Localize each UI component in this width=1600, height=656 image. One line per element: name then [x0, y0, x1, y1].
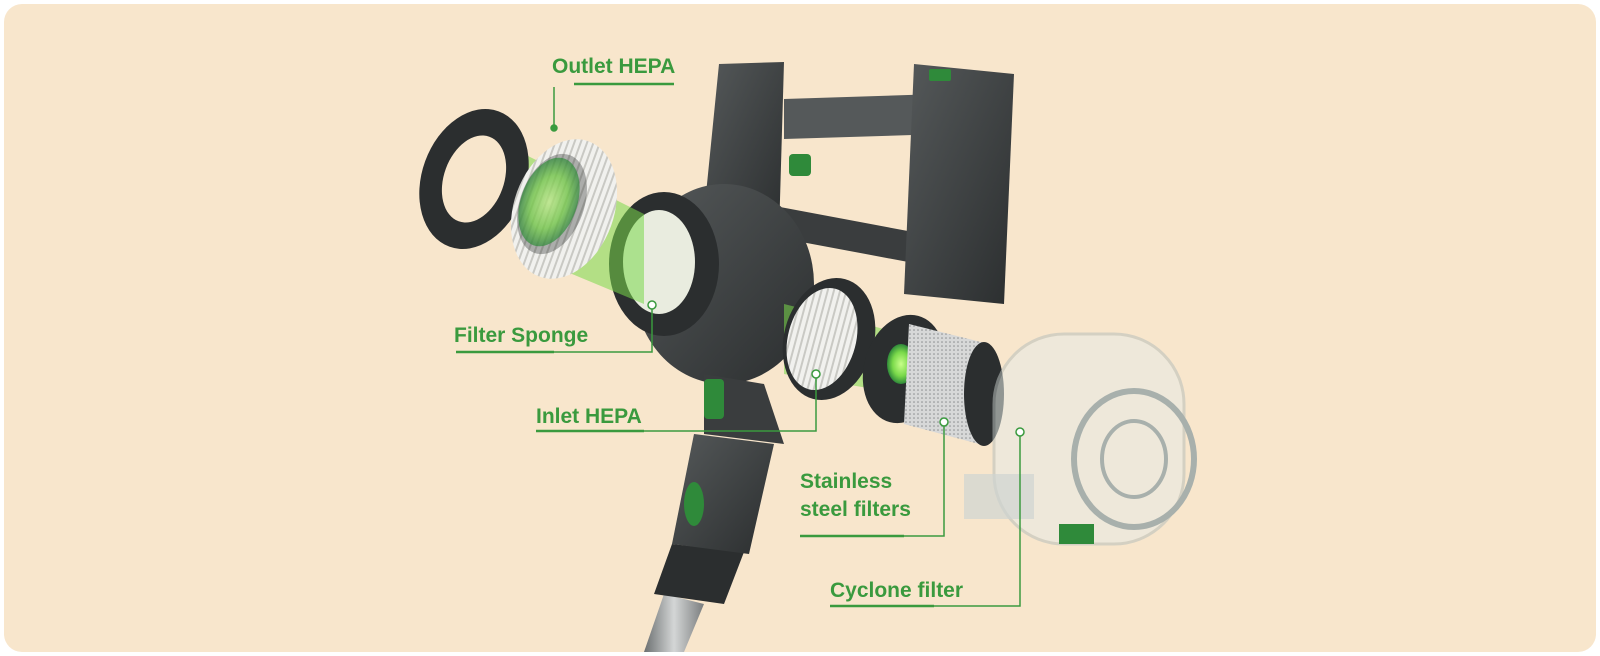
vacuum-exploded-view [419, 62, 1197, 652]
wand-tube [644, 434, 774, 652]
label-inlet-hepa: Inlet HEPA [536, 405, 642, 428]
stainless-steel-filter [862, 314, 1004, 446]
label-filter-sponge: Filter Sponge [454, 324, 589, 347]
label-stainless-line2: steel filters [800, 498, 911, 521]
handle-frame [704, 62, 1014, 304]
label-outlet-hepa: Outlet HEPA [552, 55, 676, 78]
outlet-ring [419, 109, 529, 249]
product-image-card: Outlet HEPA Filter Sponge Inlet HEPA Sta… [4, 4, 1596, 652]
leader-lines [456, 82, 1025, 608]
outlet-hepa-filter [510, 139, 618, 279]
label-cyclone-filter: Cyclone filter [830, 579, 964, 602]
label-stainless-line1: Stainless [800, 470, 893, 493]
inlet-hepa-filter [782, 277, 876, 401]
cyclone-dust-bin [964, 332, 1197, 546]
